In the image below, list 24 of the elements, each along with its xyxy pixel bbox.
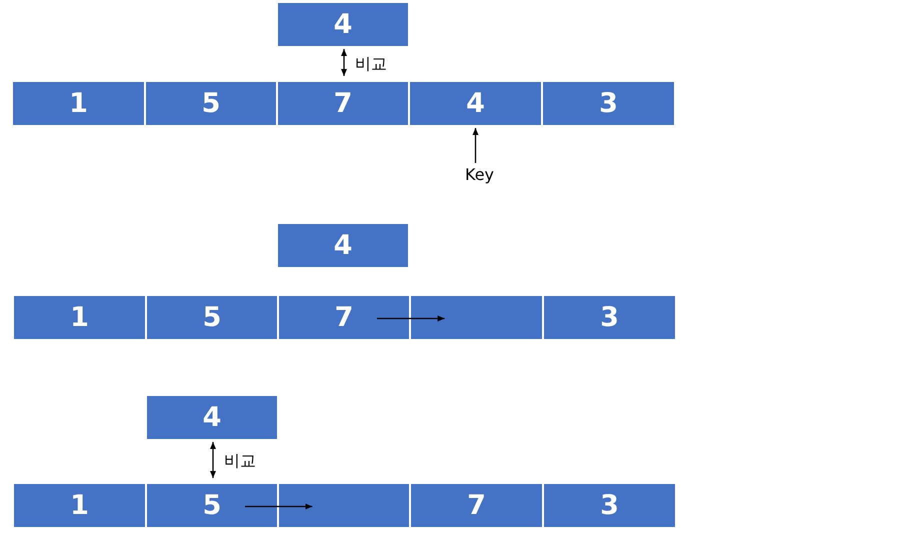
leader-arrow bbox=[472, 128, 478, 163]
number-cell: 7 bbox=[277, 81, 409, 126]
arrow bbox=[341, 49, 347, 76]
number-cell: 4 bbox=[277, 223, 409, 268]
number-cell: 4 bbox=[146, 395, 278, 440]
number-cell: 5 bbox=[146, 483, 278, 528]
number-cell: 1 bbox=[13, 483, 146, 528]
number-cell: 7 bbox=[410, 483, 543, 528]
number-cell: 4 bbox=[277, 2, 409, 47]
number-cell: 1 bbox=[12, 81, 145, 126]
key-label: Key bbox=[465, 165, 494, 184]
number-cell: 7 bbox=[278, 295, 410, 340]
number-cell: 4 bbox=[409, 81, 542, 126]
arrow bbox=[377, 316, 445, 322]
number-cell: 3 bbox=[542, 81, 675, 126]
arrow bbox=[210, 442, 216, 478]
edge-label: 비교 bbox=[355, 54, 387, 74]
arrow bbox=[245, 504, 312, 510]
number-cell: 5 bbox=[146, 295, 278, 340]
number-cell: 3 bbox=[543, 295, 676, 340]
number-cell: 5 bbox=[145, 81, 277, 126]
number-cell: 3 bbox=[543, 483, 676, 528]
number-cell: 1 bbox=[13, 295, 146, 340]
edge-label: 비교 bbox=[224, 451, 256, 472]
